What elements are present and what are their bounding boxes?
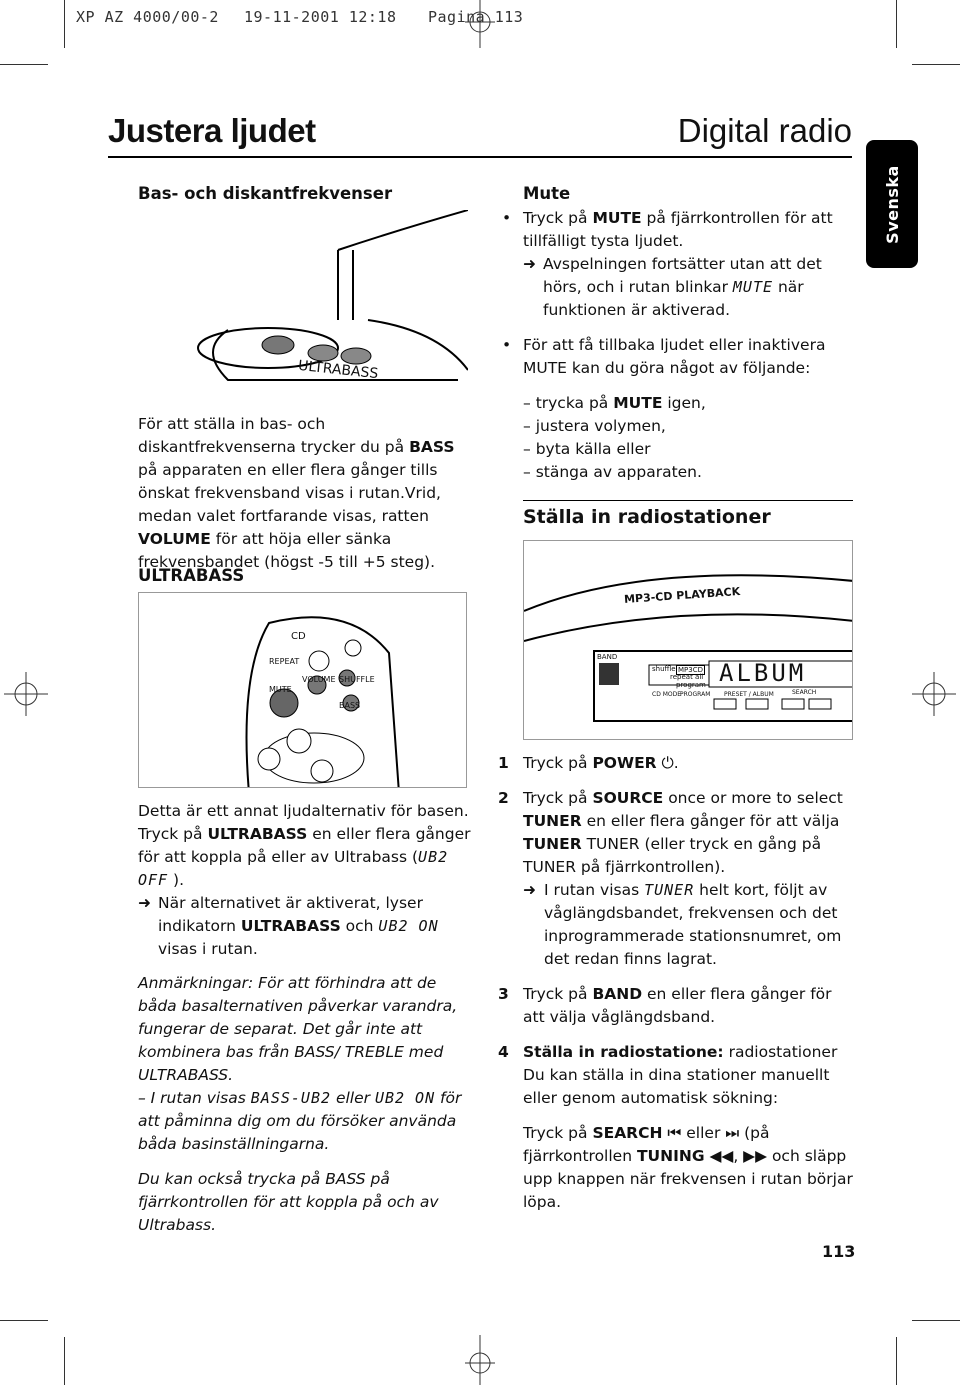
arrow-icon: ➜ [138,894,151,912]
remote-figure: CD REPEAT VOLUME SHUFFLE MUTE BASS [138,592,467,788]
ultrabass-body: Detta är ett annat ljudalternativ för ba… [138,802,471,958]
page-number: 113 [822,1242,856,1261]
arrow-icon: ➜ [523,881,536,899]
remote-shuffle-label: SHUFFLE [339,675,375,684]
remote-bass-label: BASS [339,701,361,710]
notes: Anmärkningar: För att förhindra att de b… [138,974,462,1234]
device-repeat-label: repeat all [670,673,704,681]
device-band-label: BAND [597,653,618,661]
bass-paragraph: För att ställa in bas- och diskantfrekve… [138,415,455,571]
page-title-left: Justera ljudet [108,112,316,149]
page-title-right: Digital radio [677,112,852,149]
print-header-date: 19-11-2001 12:18 [244,8,397,26]
remote-repeat-label: REPEAT [269,657,300,666]
radio-heading: Ställa in radiostationer [523,506,771,528]
bass-heading: Bas- och diskantfrekvenser [138,184,393,203]
print-header-file: XP AZ 4000/00-2 [76,8,219,26]
device-cdmode-label: CD MODE [652,691,682,698]
device-preset-label: PRESET / ALBUM [724,691,774,698]
mute-body: •Tryck på MUTE på fjärrkontrollen för at… [502,209,833,481]
registration-mark-bottom [465,1335,495,1385]
registration-mark-left [4,672,48,716]
device-shuffle-label: shuffle [652,665,676,673]
remote-volume-label: VOLUME [302,675,336,684]
remote-cd-label: CD [291,631,306,642]
ultrabass-device-figure [197,210,468,381]
device-program-button-label: PROGRAM [680,691,711,698]
mute-heading: Mute [523,184,571,203]
device-mp3cd-label: MP3CD [676,665,705,675]
registration-mark-top [465,0,495,48]
registration-mark-right [912,672,956,716]
language-tab: Svenska [866,140,918,268]
device-program-label: program [676,681,706,689]
section-rule [523,500,853,501]
title-rule [108,156,852,158]
device-display: ALBUM [719,659,807,687]
print-header-page: Pagina 113 [428,8,524,26]
arrow-icon: ➜ [523,255,536,273]
device-search-label: SEARCH [792,689,817,696]
device-figure: MP3-CD PLAYBACK BAND shuffle MP3CD repea… [523,540,853,740]
remote-mute-label: MUTE [269,685,292,694]
ultrabass-heading: ULTRABASS [138,566,245,585]
